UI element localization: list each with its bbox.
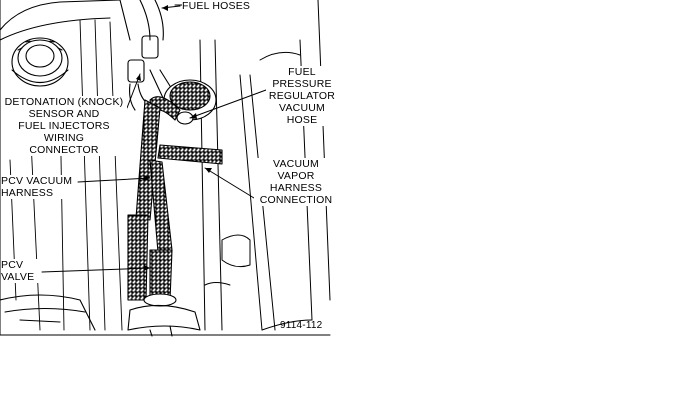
intake-manifold	[199, 0, 331, 331]
figure-number: 9114-112	[280, 320, 323, 331]
label-pcv-vacuum-harness: PCV VACUUM HARNESS	[1, 175, 77, 199]
oil-filler-cap	[11, 37, 69, 87]
fuel-hoses	[119, 0, 183, 41]
leader-vacuum-vapor	[204, 167, 255, 199]
label-pcv-valve: PCV VALVE	[1, 259, 41, 283]
hoses	[127, 96, 223, 301]
pcv-valve-base	[127, 293, 201, 337]
label-fuel-pressure-regulator-vacuum-hose: FUEL PRESSURE REGULATOR VACUUM HOSE	[266, 66, 338, 126]
throttle-linkage	[0, 294, 96, 331]
leader-regulator	[189, 89, 267, 119]
label-knock-sensor-connector: DETONATION (KNOCK) SENSOR AND FUEL INJEC…	[1, 96, 127, 156]
leader-lines	[41, 5, 267, 273]
label-vacuum-vapor-harness: VACUUM VAPOR HARNESS CONNECTION	[254, 158, 338, 206]
label-fuel-hoses: FUEL HOSES	[182, 0, 251, 12]
pressure-regulator	[149, 69, 217, 125]
engine-outline-top	[0, 0, 121, 31]
leader-arrowheads	[136, 5, 212, 271]
leader-pcv-valve	[41, 267, 151, 273]
leader-pcv-harness	[77, 177, 151, 183]
figure-border	[0, 0, 331, 336]
